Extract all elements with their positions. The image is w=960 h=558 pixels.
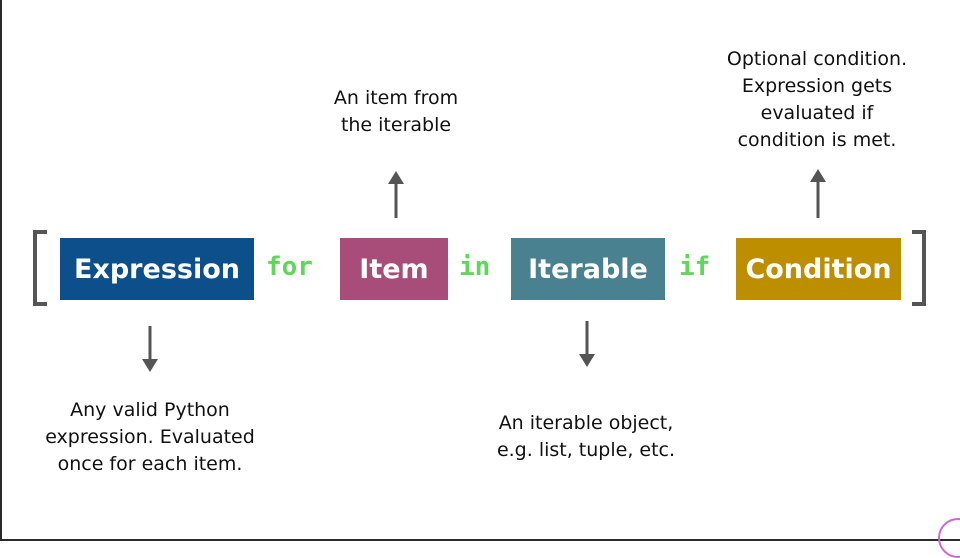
expression-note: Any valid Python expression. Evaluated o… [20,397,280,478]
left-bracket [33,230,47,306]
iterable-box: Iterable [511,238,665,300]
item-box: Item [340,238,448,300]
expression-note-line: Any valid Python expression. Evaluated o… [45,399,255,475]
iterable-note: An iterable object, e.g. list, tuple, et… [466,410,706,464]
in-keyword: in [459,252,491,282]
item-note-line: An item from the iterable [333,87,459,136]
condition-note-line: Optional condition. Expression gets eval… [726,48,908,151]
for-keyword: for [266,252,313,282]
iterable-note-line: An iterable object, e.g. list, tuple, et… [496,412,676,461]
condition-note: Optional condition. Expression gets eval… [700,46,934,154]
slide-frame [0,0,960,541]
expression-box: Expression [60,238,254,300]
expression-down-arrow [142,326,158,372]
condition-up-arrow [810,169,826,218]
iterable-down-arrow [579,321,595,367]
condition-box: Condition [736,238,901,300]
item-note: An item from the iterable [296,85,496,139]
right-bracket [912,230,926,306]
item-up-arrow [388,171,404,218]
if-keyword: if [679,252,711,282]
